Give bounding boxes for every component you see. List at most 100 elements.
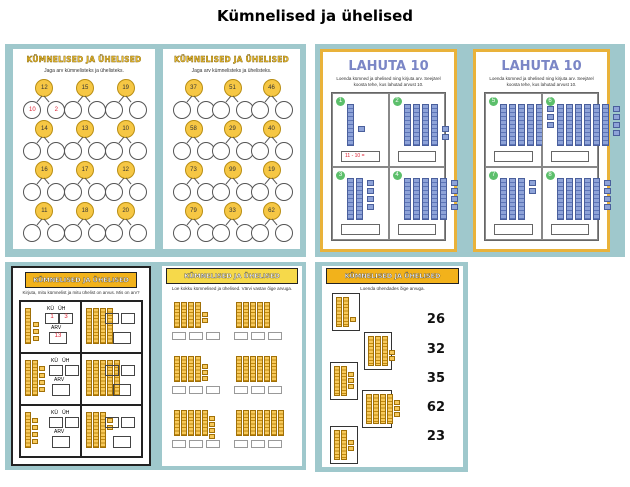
choice-box[interactable] [268, 332, 282, 340]
uh-label: ÜH [62, 410, 70, 416]
number-bond: 16 [23, 159, 66, 201]
worksheet-6-cell [170, 350, 232, 404]
number-bond: 20 [104, 200, 147, 242]
arv-box[interactable] [113, 384, 131, 396]
match-box[interactable] [332, 293, 360, 331]
worksheet-5[interactable]: KÜMNELISED JA ÜHELISED Kirjuta, mitu küm… [11, 266, 151, 466]
answer-box[interactable] [550, 150, 589, 162]
match-number[interactable]: 35 [426, 371, 445, 386]
number-bond: 58 [172, 118, 215, 160]
uh-label: ÜH [62, 358, 70, 364]
worksheet-5-cell: KÜ ÜH ARV [20, 353, 81, 405]
ky-label: KÜ [51, 410, 58, 416]
ky-box[interactable]: 1 [45, 313, 59, 324]
choice-box[interactable] [189, 332, 203, 340]
number-bond: 73 [172, 159, 215, 201]
lahuta-cell: 1 11 - 10 = [332, 93, 389, 167]
answer-box[interactable] [494, 224, 533, 235]
ky-box[interactable] [105, 417, 119, 428]
number-bond: 99 [211, 159, 254, 201]
ky-box[interactable] [105, 313, 119, 324]
arv-box[interactable] [113, 436, 131, 448]
worksheet-5-cell: KÜ ÜH 1 3 ARV 13 [20, 301, 81, 353]
choice-box[interactable] [206, 440, 220, 448]
choice-box[interactable] [234, 332, 248, 340]
lahuta-cell: 4 [388, 166, 458, 240]
worksheet-5-title: KÜMNELISED JA ÜHELISED [25, 272, 137, 288]
match-box[interactable] [330, 362, 358, 400]
worksheet-5-subtitle: Kirjuta, mitu kümnelist ja mitu ühelist … [22, 290, 140, 295]
choice-box[interactable] [189, 440, 203, 448]
match-number[interactable]: 62 [426, 400, 445, 415]
arv-box[interactable] [52, 436, 70, 448]
number-bond: 19 [250, 159, 293, 201]
choice-box[interactable] [251, 386, 265, 394]
worksheet-6-subtitle: Loe kokku kümnelised ja ühelised. Värvi … [171, 286, 293, 291]
choice-box[interactable] [206, 332, 220, 340]
lahuta-cell: 5 [485, 93, 554, 167]
uh-box[interactable] [121, 313, 135, 324]
lahuta-sheet-2[interactable]: LAHUTA 10 Loenda kümned ja ühelised ning… [473, 49, 620, 252]
choice-box[interactable] [251, 332, 265, 340]
choice-box[interactable] [172, 386, 186, 394]
choice-box[interactable] [172, 332, 186, 340]
answer-box[interactable] [341, 224, 380, 235]
number-bond: 10 [104, 118, 147, 160]
uh-box[interactable] [65, 365, 79, 376]
worksheet-5-cell [81, 405, 142, 457]
worksheet-1-title: KÜMNELISED JA ÜHELISED [26, 55, 142, 64]
answer-box[interactable] [550, 224, 589, 235]
match-number[interactable]: 32 [426, 342, 445, 357]
ky-box[interactable] [105, 365, 119, 376]
worksheet-6-cell [232, 404, 294, 458]
choice-box[interactable] [234, 440, 248, 448]
uh-label: ÜH [58, 306, 66, 312]
number-bond: 17 [63, 159, 106, 201]
number-bond: 15 [63, 77, 106, 119]
lahuta-sheet-1[interactable]: LAHUTA 10 Loenda kümned ja ühelised ning… [320, 49, 458, 252]
arv-box[interactable] [113, 332, 131, 344]
match-number[interactable]: 23 [426, 429, 445, 444]
choice-box[interactable] [172, 440, 186, 448]
worksheet-1-subtitle: Jaga arv kümnelisteks ja ühelisteks. [44, 68, 124, 74]
number-bond: 29 [211, 118, 254, 160]
arv-box[interactable]: 13 [49, 332, 67, 344]
answer-box[interactable] [494, 150, 533, 162]
worksheet-7-title: KÜMNELISED JA ÜHELISED [326, 268, 459, 284]
choice-box[interactable] [189, 386, 203, 394]
match-box[interactable] [330, 426, 358, 464]
lahuta-2-subtitle: Loenda kümned ja ühelised ning kirjuta a… [489, 76, 594, 87]
uh-box[interactable]: 3 [59, 313, 73, 324]
ky-box[interactable] [49, 417, 63, 428]
choice-box[interactable] [234, 386, 248, 394]
choice-box[interactable] [268, 386, 282, 394]
lahuta-cell: 6 [541, 93, 620, 167]
worksheet-7[interactable]: KÜMNELISED JA ÜHELISED Loenda ühendades … [322, 266, 463, 467]
worksheet-6-title: KÜMNELISED JA ÜHELISED [166, 268, 298, 284]
number-bond: 37 [172, 77, 215, 119]
choice-box[interactable] [206, 386, 220, 394]
uh-box[interactable] [121, 417, 135, 428]
lahuta-cell: 2 [388, 93, 449, 167]
worksheet-6-cell [170, 404, 232, 458]
uh-box[interactable] [65, 417, 79, 428]
answer-box[interactable]: 11 - 10 = [341, 150, 380, 162]
lahuta-1-subtitle: Loenda kümned ja ühelised ning kirjuta a… [336, 76, 441, 87]
arv-box[interactable] [52, 384, 70, 396]
worksheet-1[interactable]: KÜMNELISED JA ÜHELISED Jaga arv kümnelis… [13, 49, 155, 249]
choice-box[interactable] [268, 440, 282, 448]
choice-box[interactable] [251, 440, 265, 448]
match-box[interactable] [362, 390, 400, 428]
worksheet-2[interactable]: KÜMNELISED JA ÜHELISED Jaga arv kümnelis… [163, 49, 300, 249]
lahuta-2-title: LAHUTA 10 [501, 59, 582, 74]
answer-box[interactable] [397, 150, 436, 162]
uh-box[interactable] [121, 365, 135, 376]
match-number[interactable]: 26 [426, 312, 445, 327]
match-box[interactable] [364, 332, 395, 370]
number-bond: 51 [211, 77, 254, 119]
worksheet-6[interactable]: KÜMNELISED JA ÜHELISED Loe kokku kümneli… [162, 266, 302, 466]
answer-box[interactable] [397, 224, 436, 235]
worksheet-5-cell [81, 301, 142, 353]
ky-box[interactable] [49, 365, 63, 376]
